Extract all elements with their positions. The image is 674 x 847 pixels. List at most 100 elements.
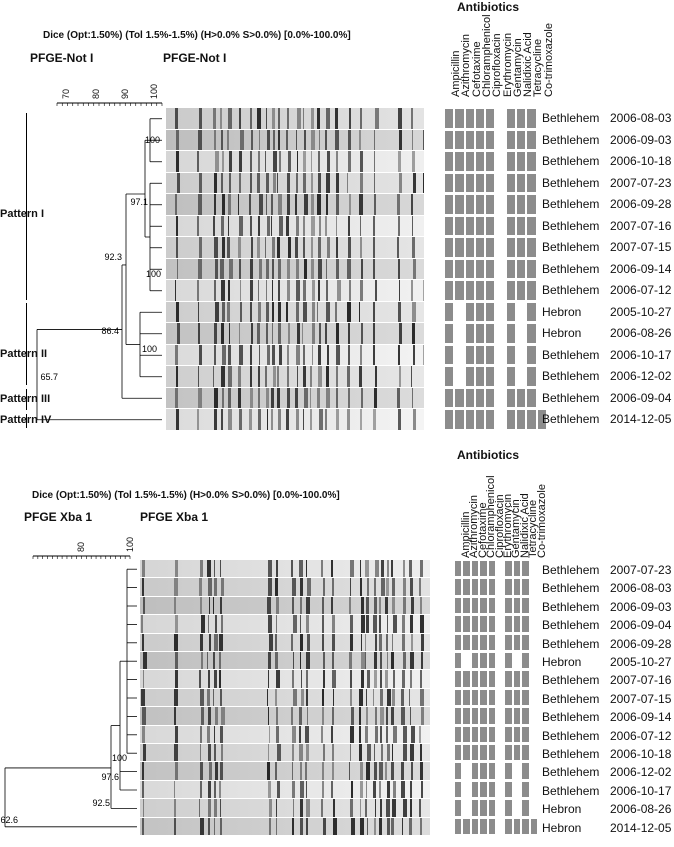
gel-band [173, 596, 176, 615]
gel-band [401, 762, 405, 780]
resistance-cell [513, 671, 521, 687]
gel-band [321, 633, 324, 651]
gel-band [275, 578, 279, 596]
gel-band [295, 387, 299, 408]
isolate-place: Bethlehem [542, 636, 600, 651]
gel-lane [166, 129, 424, 150]
resistance-cell [505, 800, 512, 816]
isolate-date: 2007-07-23 [610, 563, 672, 577]
resistance-cell [522, 781, 529, 798]
resistance-cell [506, 195, 516, 214]
gel-band [349, 578, 351, 596]
resistance-cell [513, 689, 521, 706]
gel-band [401, 707, 406, 725]
pattern-bracket [26, 303, 27, 385]
gel-band [306, 707, 308, 725]
gel-band [359, 301, 361, 322]
gel-band [214, 817, 216, 835]
gel-band [335, 151, 338, 172]
gel-band [142, 578, 145, 596]
resistance-cell [517, 238, 526, 257]
gel-band [306, 633, 310, 651]
gel-band [373, 237, 376, 258]
gel-band [348, 129, 352, 150]
gel-band [366, 670, 370, 688]
gel-band [291, 762, 293, 780]
gel-band [292, 780, 296, 799]
gel-band [386, 744, 390, 762]
gel-band [398, 258, 401, 279]
gel-band [175, 280, 177, 301]
gel-band [214, 633, 219, 651]
gel-band [359, 366, 363, 387]
gel-band [303, 387, 308, 408]
gel-band [350, 670, 353, 688]
gel-band [174, 762, 178, 780]
gel-band [249, 301, 252, 322]
gel-band [385, 578, 389, 596]
gel-band [220, 215, 224, 236]
resistance-cell [465, 109, 474, 128]
gel-band [296, 409, 300, 430]
pattern-bracket [26, 389, 27, 410]
gel-band [291, 725, 296, 743]
resistance-cell [506, 367, 516, 386]
gel-band [267, 615, 272, 633]
gel-band [335, 129, 340, 150]
resistance-cell [465, 173, 474, 192]
resistance-cell [463, 634, 470, 650]
gel-band [397, 344, 400, 365]
gel-band [287, 172, 291, 193]
isolate-place: Bethlehem [542, 599, 600, 614]
gel-band [221, 151, 224, 172]
resistance-cell [486, 302, 495, 321]
gel-band [410, 799, 413, 817]
resistance-cell [488, 671, 495, 687]
gel-band [266, 129, 270, 150]
gel-band [200, 615, 205, 633]
gel-band [296, 108, 301, 129]
gel-band [296, 323, 300, 344]
gel-band [350, 817, 355, 835]
resistance-cell [488, 708, 495, 724]
resistance-cell [475, 259, 485, 278]
gel-band [332, 578, 335, 596]
resistance-cell [465, 130, 474, 149]
gel-band [141, 615, 144, 633]
pattern-label: Pattern II [0, 348, 48, 360]
resistance-cell [480, 597, 487, 614]
resistance-cell [506, 388, 516, 407]
resistance-cell [475, 367, 485, 386]
gel-band [275, 799, 277, 817]
gel-band [286, 301, 289, 322]
gel-band [174, 670, 178, 688]
gel-band [175, 366, 178, 387]
gel-band [350, 780, 353, 799]
gel-band [374, 578, 377, 596]
gel-band [214, 258, 218, 279]
gel-band [278, 280, 281, 301]
resistance-cell [506, 216, 516, 235]
gel-band [348, 108, 351, 129]
gel-band [267, 707, 269, 725]
gel-band [175, 344, 179, 365]
node-similarity-label: 100 [142, 344, 157, 354]
isolate-date: 2006-10-17 [610, 783, 672, 798]
gel-band [198, 366, 200, 387]
gel-band [249, 194, 252, 215]
gel-band [266, 215, 270, 236]
gel-band [310, 387, 312, 408]
gel-band [359, 108, 362, 129]
gel-band [213, 129, 216, 150]
resistance-cell [471, 579, 479, 595]
gel-band [221, 237, 225, 258]
resistance-cell [455, 708, 462, 724]
isolate-date: 2006-09-04 [610, 390, 672, 405]
isolate-date: 2006-09-04 [610, 618, 672, 633]
resistance-cell [527, 410, 536, 429]
gel-band [310, 151, 312, 172]
gel-band [386, 707, 389, 725]
gel-band [228, 194, 232, 215]
gel-band [250, 172, 253, 193]
gel-band [386, 560, 389, 578]
